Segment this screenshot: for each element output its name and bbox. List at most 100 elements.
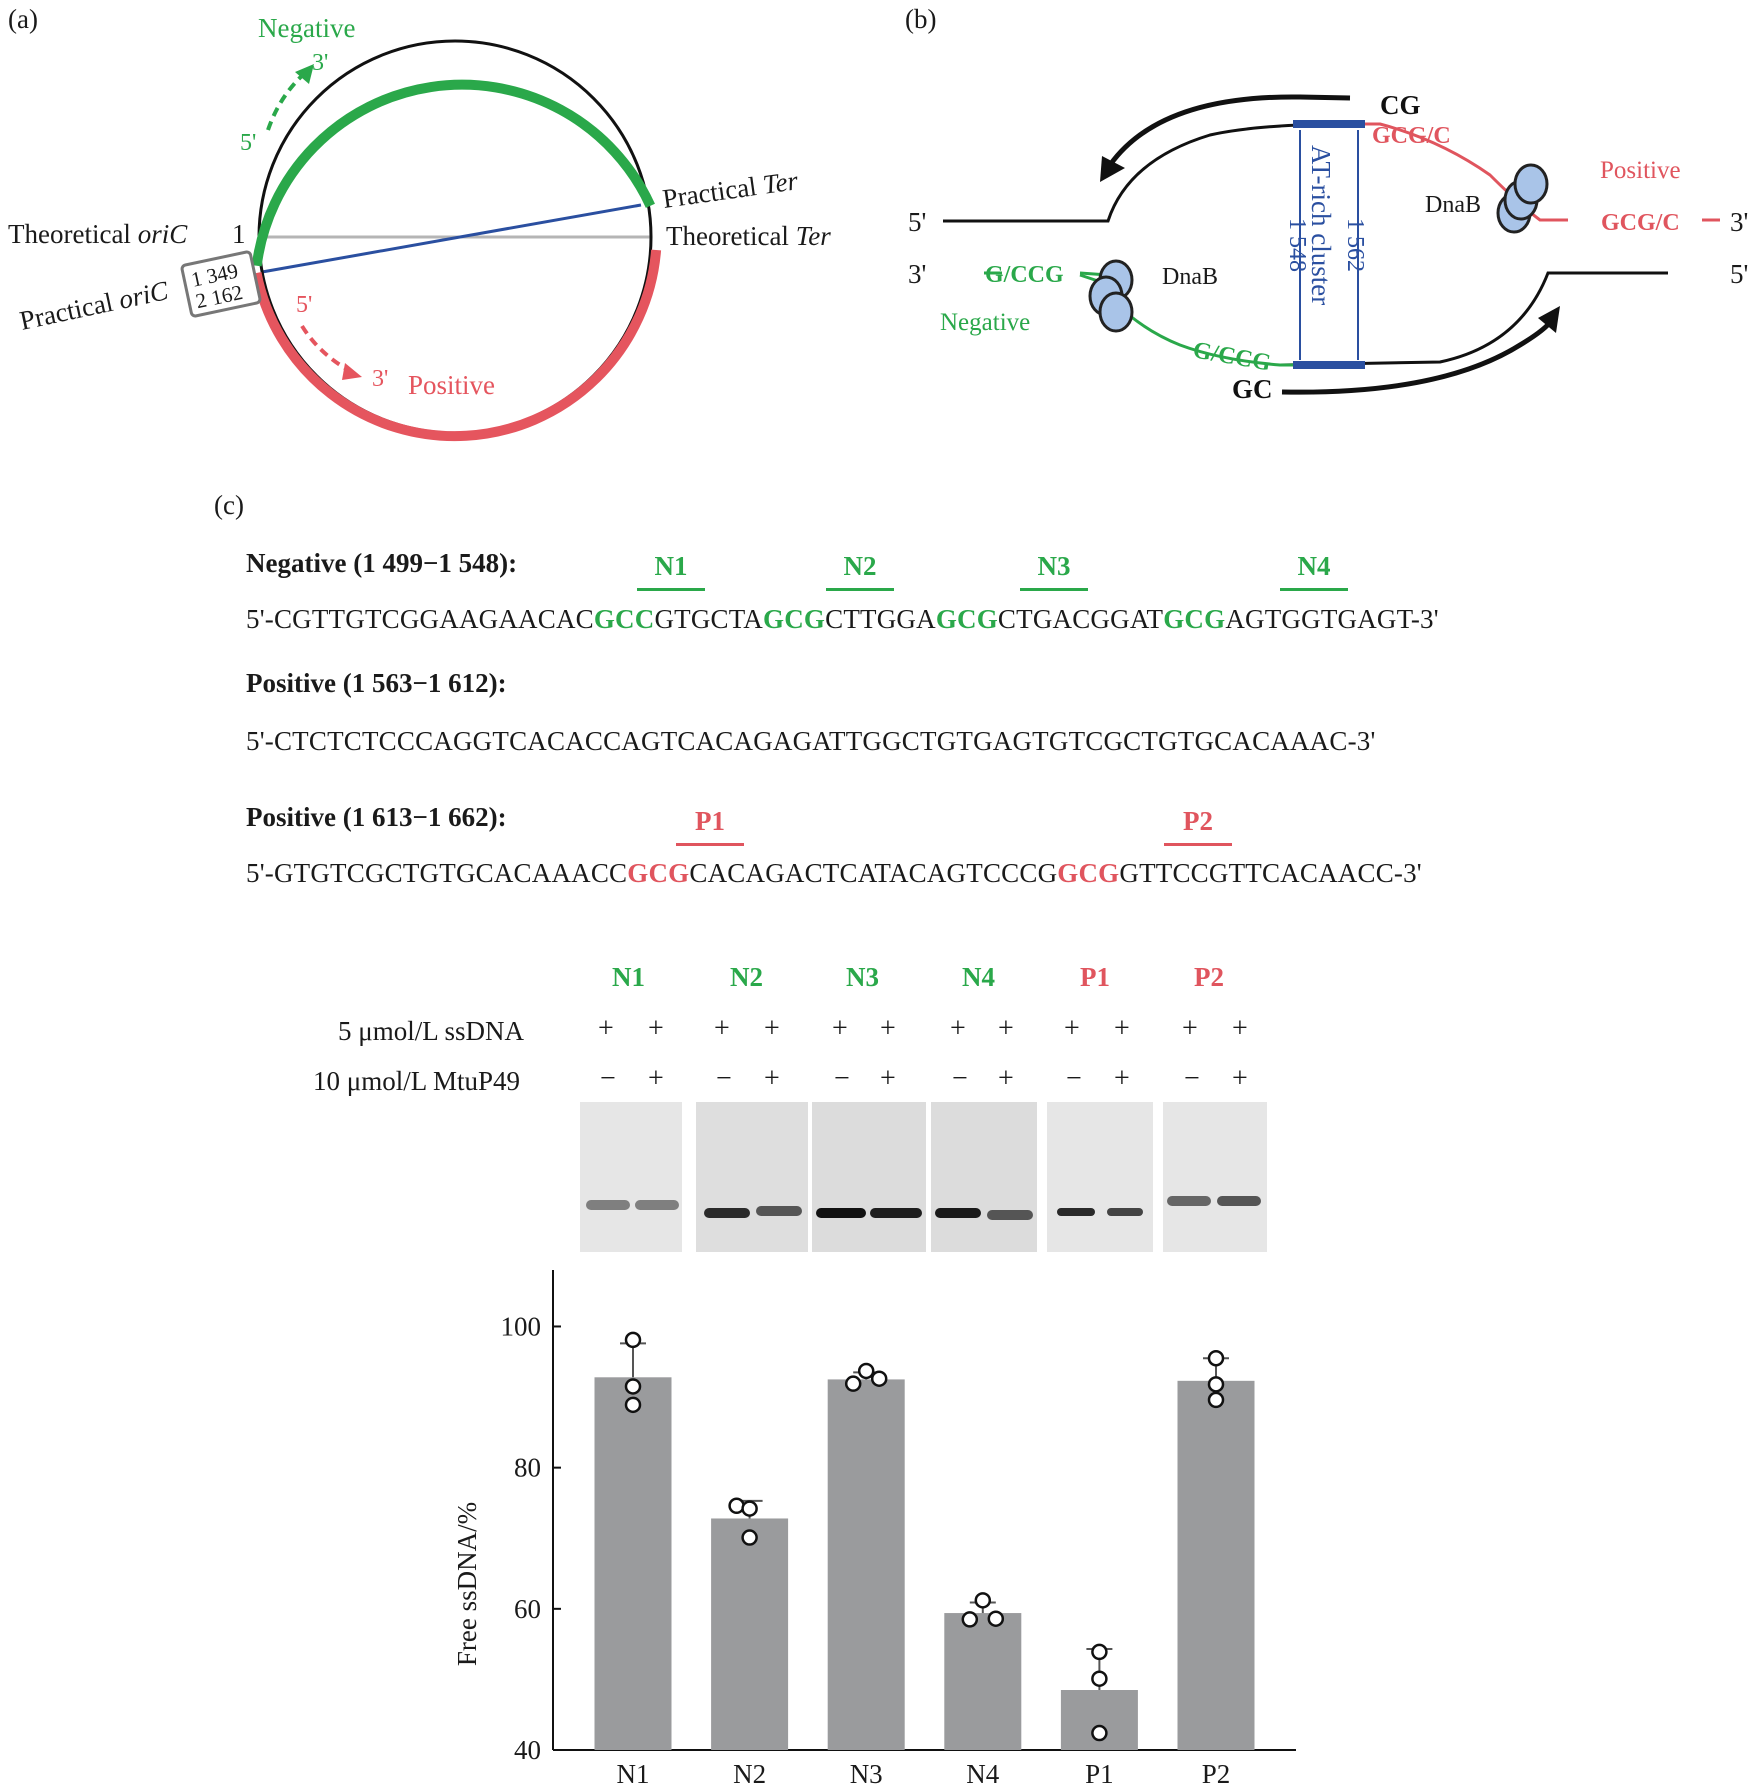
positive-gcg-top: GCG/C <box>1372 123 1451 149</box>
ssdna-plus-4: + <box>764 1013 780 1044</box>
mtup49-plus-3: + <box>880 1063 896 1094</box>
data-point <box>987 1610 1005 1627</box>
gel-image-p2 <box>1163 1102 1267 1252</box>
mark-n3: N3 <box>1019 551 1089 591</box>
ssdna-plus-5: + <box>832 1013 848 1044</box>
x-tick-label: P1 <box>1085 1759 1114 1789</box>
x-tick-label: N2 <box>733 1759 766 1789</box>
mtup49-plus-5: + <box>1114 1063 1130 1094</box>
pos-1562-label: 1 562 <box>1342 218 1368 272</box>
gel-row-label-ssdna: 5 μmol/L ssDNA <box>338 1016 524 1046</box>
cg-label: CG <box>1380 90 1421 120</box>
mtup49-minus-3: − <box>834 1063 850 1094</box>
positive-5prime: 5' <box>296 292 312 318</box>
bar-n2 <box>711 1518 789 1750</box>
x-tick-label: P2 <box>1202 1759 1231 1789</box>
positive-sequence-1: 5'-CTCTCTCCCAGGTCACACCAGTCACAGAGATTGGCTG… <box>246 726 1376 756</box>
practical-axis <box>261 203 642 274</box>
panel-label-c: (c) <box>214 490 244 520</box>
at-rich-label: AT-rich cluster <box>1306 145 1336 305</box>
gel-band <box>935 1208 981 1218</box>
gel-band <box>1217 1196 1261 1206</box>
panel-label-a: (a) <box>8 4 38 34</box>
ssdna-plus-2: + <box>648 1013 664 1044</box>
panel-b-replication-bubble: 5' 3' 3' 5' CG GC GCG/C GCG/C G/CCG G/CC… <box>908 90 1748 404</box>
gel-band <box>756 1206 802 1216</box>
gel-image-n4 <box>931 1102 1037 1252</box>
positive-arrowhead <box>342 363 362 380</box>
positive-sequence-2: 5'-GTGTCGCTGTGCACAAACCGCGCACAGACTCATACAG… <box>246 858 1422 888</box>
gel-row-label-mtup49: 10 μmol/L MtuP49 <box>313 1066 520 1096</box>
gel-image-n3 <box>812 1102 926 1252</box>
gel-lane-label-p1: P1 <box>1080 962 1110 992</box>
gel-band <box>987 1210 1033 1220</box>
three-prime-left: 3' <box>908 259 926 289</box>
mtup49-plus-2: + <box>764 1063 780 1094</box>
data-point <box>857 1362 875 1380</box>
data-point <box>1091 1724 1108 1742</box>
gel-image-n1 <box>580 1102 682 1252</box>
data-point <box>870 1370 888 1387</box>
data-point <box>624 1331 642 1349</box>
data-point <box>844 1375 862 1392</box>
position-one-label: 1 <box>232 219 246 249</box>
mark-n4: N4 <box>1279 551 1349 591</box>
top-arrowhead <box>1100 156 1125 182</box>
positive-seq-header-1: Positive (1 563−1 612): <box>246 668 507 698</box>
bar-n4 <box>944 1613 1022 1750</box>
mtup49-minus-6: − <box>1184 1063 1200 1094</box>
negative-arrowhead <box>295 64 314 84</box>
practical-oric-box <box>180 250 262 318</box>
x-tick-label: N1 <box>617 1759 650 1789</box>
theoretical-ter-label: Theoretical Ter <box>666 221 831 251</box>
positive-gcg-right: GCG/C <box>1601 210 1680 236</box>
pos-1548-label: 1 548 <box>1284 218 1310 272</box>
ssdna-plus-9: + <box>1064 1013 1080 1044</box>
negative-seq-header: Negative (1 499−1 548): <box>246 548 518 578</box>
mtup49-minus-5: − <box>1066 1063 1082 1094</box>
gel-lane-label-n2: N2 <box>730 962 763 992</box>
dnab-label-positive: DnaB <box>1425 192 1481 218</box>
right-duplex <box>1279 271 1668 367</box>
data-point <box>728 1497 745 1515</box>
gel-band <box>1057 1208 1095 1216</box>
negative-arc <box>251 79 655 267</box>
bottom-leading-arrow <box>1281 318 1555 395</box>
ssdna-plus-10: + <box>1114 1013 1130 1044</box>
gel-band <box>1167 1196 1211 1206</box>
dnab-icon-negative <box>1088 259 1134 333</box>
negative-5prime: 5' <box>240 130 256 156</box>
positive-arc <box>251 249 662 442</box>
data-point <box>624 1396 642 1414</box>
five-prime-right: 5' <box>1730 259 1748 289</box>
mark-n2: N2 <box>825 551 895 591</box>
dnab-icon-positive <box>1496 163 1549 234</box>
ssdna-plus-1: + <box>598 1013 614 1044</box>
gel-image-n2 <box>696 1102 808 1252</box>
panel-a-genome-diagram: Negative 3' 5' 5' 3' Positive Theoretica… <box>8 13 831 442</box>
gel-band <box>586 1200 630 1210</box>
y-tick-label: 40 <box>514 1735 541 1765</box>
mtup49-plus-1: + <box>648 1063 664 1094</box>
gel-lane-label-n4: N4 <box>962 962 995 992</box>
x-tick-label: N4 <box>966 1759 999 1789</box>
three-prime-right: 3' <box>1730 207 1748 237</box>
theoretical-oric-label: Theoretical oriC <box>8 219 188 249</box>
mtup49-plus-4: + <box>998 1063 1014 1094</box>
bottom-arrowhead <box>1538 306 1560 333</box>
data-point <box>1207 1376 1225 1393</box>
top-leading-arrow <box>1107 94 1351 167</box>
gel-lane-label-n3: N3 <box>846 962 879 992</box>
mark-p1: P1 <box>675 806 745 846</box>
ssdna-plus-3: + <box>714 1013 730 1044</box>
positive-label-b: Positive <box>1600 157 1681 184</box>
data-point <box>1207 1349 1225 1367</box>
data-point <box>974 1592 992 1609</box>
data-point <box>1207 1391 1225 1409</box>
x-tick-label: N3 <box>850 1759 883 1789</box>
bar-p2 <box>1177 1380 1255 1750</box>
bar-n1 <box>594 1377 672 1750</box>
y-tick-label: 100 <box>501 1311 542 1341</box>
ssdna-plus-11: + <box>1182 1013 1198 1044</box>
